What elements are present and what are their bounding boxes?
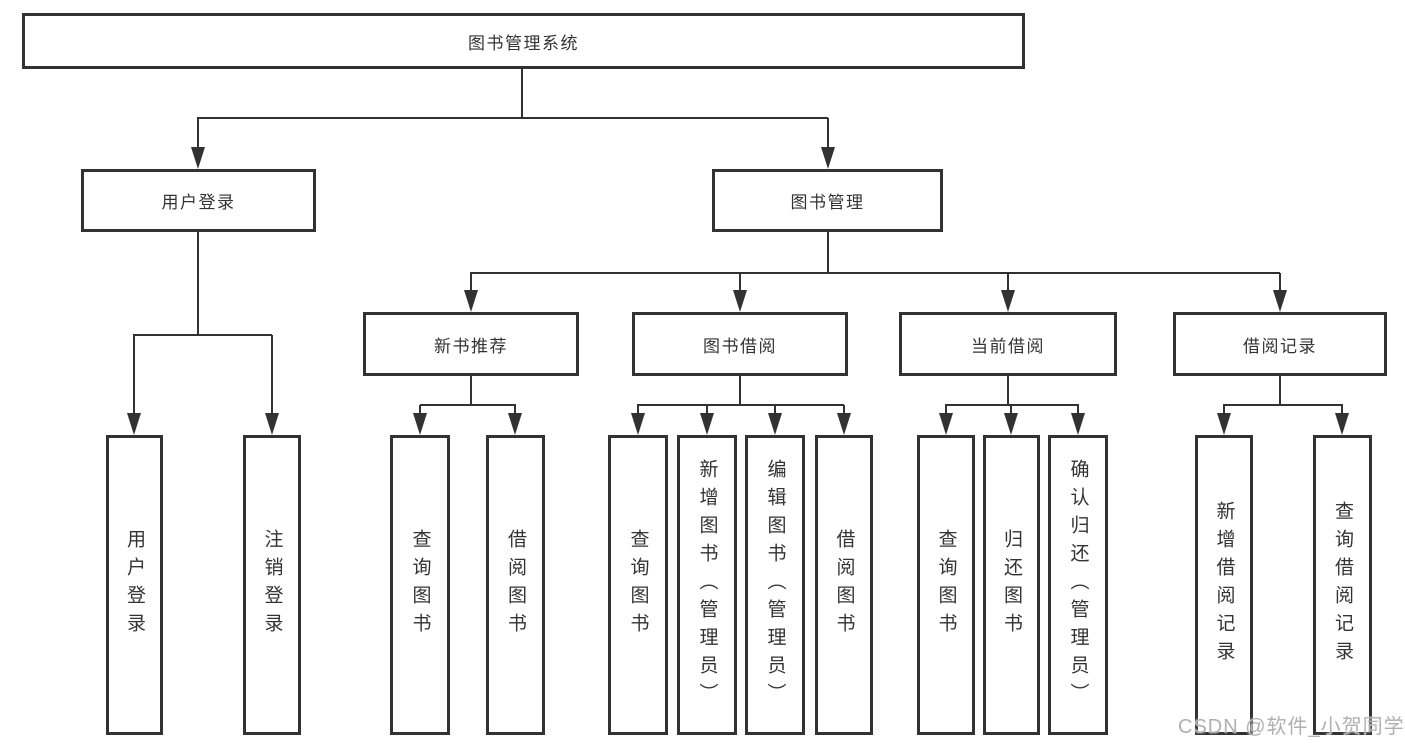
node-user-login-label: 用户登录 bbox=[161, 193, 236, 212]
connector-line bbox=[133, 335, 135, 413]
node-borrow-query-books: 查询图书 bbox=[608, 435, 668, 735]
node-book-borrow: 图书借阅 bbox=[632, 312, 848, 376]
arrowhead bbox=[127, 413, 141, 435]
node-logout-leaf: 注销登录 bbox=[243, 435, 301, 735]
connector-line bbox=[470, 273, 472, 291]
node-logout-leaf-label: 注销登录 bbox=[261, 529, 283, 641]
arrowhead bbox=[1335, 413, 1349, 435]
node-user-login: 用户登录 bbox=[81, 169, 316, 232]
arrowhead bbox=[1071, 413, 1085, 435]
node-borrow-add-books-admin: 新增图书（管理员） bbox=[677, 435, 737, 735]
connector-line bbox=[739, 376, 741, 406]
connector-line bbox=[827, 232, 829, 274]
arrowhead bbox=[939, 413, 953, 435]
connector-line bbox=[1223, 404, 1343, 406]
arrowhead bbox=[837, 413, 851, 435]
node-borrow-records: 借阅记录 bbox=[1173, 312, 1387, 376]
node-user-login-leaf-label: 用户登录 bbox=[124, 529, 145, 641]
node-new-book-rec-label: 新书推荐 bbox=[434, 336, 508, 356]
connector-line bbox=[197, 117, 828, 119]
connector-line bbox=[521, 69, 523, 118]
arrowhead bbox=[413, 413, 427, 435]
node-borrow-borrow-books-label: 借阅图书 bbox=[833, 529, 855, 641]
arrowhead bbox=[1217, 413, 1231, 435]
node-current-confirm-return-admin-label: 确认归还（管理员） bbox=[1067, 459, 1089, 711]
connector-line bbox=[1341, 405, 1343, 414]
node-newrec-query-books-label: 查询图书 bbox=[409, 529, 431, 641]
arrowhead bbox=[700, 413, 714, 435]
node-borrow-records-label: 借阅记录 bbox=[1243, 336, 1317, 356]
connector-line bbox=[739, 273, 741, 291]
node-records-query-record: 查询借阅记录 bbox=[1313, 435, 1372, 735]
node-newrec-borrow-books: 借阅图书 bbox=[486, 435, 545, 735]
arrowhead bbox=[1273, 290, 1287, 312]
node-records-query-record-label: 查询借阅记录 bbox=[1332, 501, 1353, 669]
connector-line bbox=[419, 405, 421, 414]
watermark: CSDN @软件_小贺同学 bbox=[1178, 716, 1405, 738]
node-borrow-query-books-label: 查询图书 bbox=[627, 529, 649, 641]
node-current-borrow-label: 当前借阅 bbox=[971, 336, 1045, 356]
arrowhead bbox=[1001, 290, 1015, 312]
node-current-return-books-label: 归还图书 bbox=[1001, 529, 1022, 641]
connector-line bbox=[774, 405, 776, 414]
arrowhead bbox=[265, 413, 279, 435]
arrowhead bbox=[821, 147, 835, 169]
node-root: 图书管理系统 bbox=[22, 13, 1025, 69]
connector-line bbox=[470, 376, 472, 406]
connector-line bbox=[637, 404, 844, 406]
node-current-borrow: 当前借阅 bbox=[899, 312, 1117, 376]
node-root-label: 图书管理系统 bbox=[468, 33, 579, 53]
arrowhead bbox=[508, 413, 522, 435]
connector-line bbox=[197, 118, 199, 148]
connector-line bbox=[1279, 376, 1281, 406]
connector-line bbox=[470, 272, 1280, 274]
connector-line bbox=[1223, 405, 1225, 414]
connector-line bbox=[1279, 273, 1281, 291]
node-book-mgmt-label: 图书管理 bbox=[790, 193, 865, 212]
node-newrec-borrow-books-label: 借阅图书 bbox=[505, 529, 526, 641]
arrowhead bbox=[1004, 413, 1018, 435]
node-borrow-add-books-admin-label: 新增图书（管理员） bbox=[696, 459, 718, 711]
connector-line bbox=[843, 405, 845, 414]
connector-line bbox=[420, 404, 516, 406]
connector-line bbox=[706, 405, 708, 414]
node-current-query-books: 查询图书 bbox=[917, 435, 975, 735]
arrowhead bbox=[191, 147, 205, 169]
arrowhead bbox=[768, 413, 782, 435]
connector-line bbox=[1077, 405, 1079, 414]
connector-line bbox=[637, 405, 639, 414]
node-borrow-edit-books-admin-label: 编辑图书（管理员） bbox=[764, 459, 786, 711]
connector-line bbox=[945, 405, 947, 414]
node-records-add-record-label: 新增借阅记录 bbox=[1213, 501, 1235, 669]
connector-line bbox=[1010, 405, 1012, 414]
arrowhead bbox=[631, 413, 645, 435]
connector-line bbox=[827, 118, 829, 148]
node-borrow-borrow-books: 借阅图书 bbox=[815, 435, 873, 735]
node-book-mgmt: 图书管理 bbox=[712, 169, 943, 232]
node-current-return-books: 归还图书 bbox=[983, 435, 1040, 735]
connector-line bbox=[514, 405, 516, 414]
node-book-borrow-label: 图书借阅 bbox=[703, 336, 777, 356]
node-newrec-query-books: 查询图书 bbox=[390, 435, 450, 735]
node-borrow-edit-books-admin: 编辑图书（管理员） bbox=[745, 435, 805, 735]
connector-line bbox=[945, 404, 1079, 406]
connector-line bbox=[133, 334, 272, 336]
connector-line bbox=[1007, 376, 1009, 406]
node-current-confirm-return-admin: 确认归还（管理员） bbox=[1048, 435, 1108, 735]
connector-line bbox=[1007, 273, 1009, 291]
arrowhead bbox=[733, 290, 747, 312]
node-records-add-record: 新增借阅记录 bbox=[1195, 435, 1253, 735]
connector-line bbox=[197, 232, 199, 336]
node-current-query-books-label: 查询图书 bbox=[935, 529, 957, 641]
node-user-login-leaf: 用户登录 bbox=[106, 435, 163, 735]
connector-line bbox=[271, 335, 273, 413]
arrowhead bbox=[464, 290, 478, 312]
node-new-book-rec: 新书推荐 bbox=[363, 312, 579, 376]
